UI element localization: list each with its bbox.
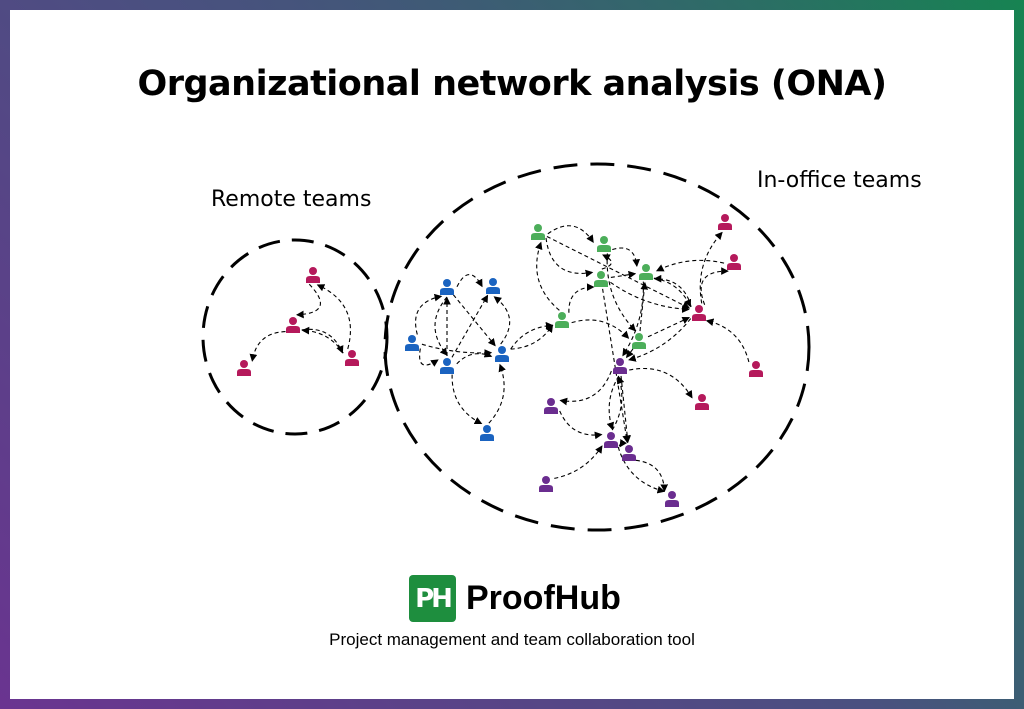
connection-arrow xyxy=(622,281,644,357)
person-icon xyxy=(665,491,679,507)
person-icon xyxy=(237,360,251,376)
connection-arrow xyxy=(625,348,634,359)
proofhub-logo: PH ProofHub xyxy=(409,575,621,622)
brand-name: ProofHub xyxy=(466,579,621,617)
remote-group-boundary xyxy=(201,238,389,436)
connection-arrow xyxy=(655,259,725,272)
tagline: Project management and team collaboratio… xyxy=(329,630,695,649)
connection-arrow xyxy=(493,296,511,345)
connection-arrow xyxy=(451,294,489,358)
connection-arrow xyxy=(705,318,750,363)
person-icon xyxy=(604,432,618,448)
person-icon xyxy=(749,361,763,377)
person-icon xyxy=(639,264,653,280)
person-icon xyxy=(306,267,320,283)
connection-arrow xyxy=(488,363,506,424)
connection-arrow xyxy=(295,283,321,319)
connection-arrow xyxy=(700,267,729,305)
connection-arrow xyxy=(554,445,603,479)
connection-arrow xyxy=(559,410,603,440)
connection-arrow xyxy=(571,319,630,339)
canvas xyxy=(10,10,1014,699)
person-icon xyxy=(539,476,553,492)
person-icon xyxy=(594,271,608,287)
connection-arrow xyxy=(653,274,692,308)
person-icon xyxy=(622,445,636,461)
connection-arrow xyxy=(610,270,637,279)
connection-arrow xyxy=(249,331,286,362)
logo-mark: PH xyxy=(409,575,456,622)
connection-arrow xyxy=(316,284,351,350)
person-icon xyxy=(632,333,646,349)
person-icon xyxy=(597,236,611,252)
person-icon xyxy=(480,425,494,441)
connection-arrow xyxy=(301,328,344,354)
connection-arrow xyxy=(639,281,649,332)
connection-arrow xyxy=(629,367,693,399)
person-icon xyxy=(286,317,300,333)
connection-arrow xyxy=(451,374,483,425)
connection-arrow xyxy=(510,321,554,350)
connection-arrow xyxy=(456,273,483,288)
person-icon xyxy=(495,346,509,362)
person-icon xyxy=(345,350,359,366)
connection-arrow xyxy=(602,288,631,444)
connection-arrow xyxy=(545,237,594,278)
person-icon xyxy=(727,254,741,270)
connection-arrow xyxy=(628,318,692,362)
connection-arrow xyxy=(546,236,691,309)
connection-arrow xyxy=(419,348,439,367)
connection-arrow xyxy=(456,350,493,365)
page-title: Organizational network analysis (ONA) xyxy=(137,64,887,104)
connection-arrow xyxy=(618,438,627,448)
connection-arrow xyxy=(699,231,723,304)
connection-arrow xyxy=(617,446,666,494)
connection-arrow xyxy=(535,241,560,311)
person-icon xyxy=(718,214,732,230)
connection-arrow xyxy=(415,293,443,335)
connection-arrow xyxy=(606,253,637,332)
person-icon xyxy=(440,279,454,295)
person-icon xyxy=(405,335,419,351)
connection-arrow xyxy=(610,281,690,313)
connection-arrow xyxy=(611,375,625,431)
person-icon xyxy=(555,312,569,328)
office-teams-label: In-office teams xyxy=(757,168,922,193)
person-icon xyxy=(440,358,454,374)
remote-teams-label: Remote teams xyxy=(211,187,372,212)
office-group-boundary xyxy=(383,162,811,532)
person-icon xyxy=(695,394,709,410)
connection-arrow xyxy=(601,254,612,270)
connection-arrow xyxy=(568,283,595,313)
connection-arrow xyxy=(301,326,344,354)
connection-arrow xyxy=(647,316,691,338)
connection-arrow xyxy=(559,370,612,406)
connection-arrow xyxy=(452,294,496,347)
person-icon xyxy=(613,358,627,374)
connection-arrow xyxy=(434,296,448,356)
connection-arrow xyxy=(606,375,620,431)
connection-arrow xyxy=(510,324,554,350)
connection-arrow xyxy=(547,225,594,243)
person-icon xyxy=(531,224,545,240)
connection-arrow xyxy=(612,247,641,267)
person-icon xyxy=(544,398,558,414)
person-icon xyxy=(486,278,500,294)
person-icon xyxy=(692,305,706,321)
